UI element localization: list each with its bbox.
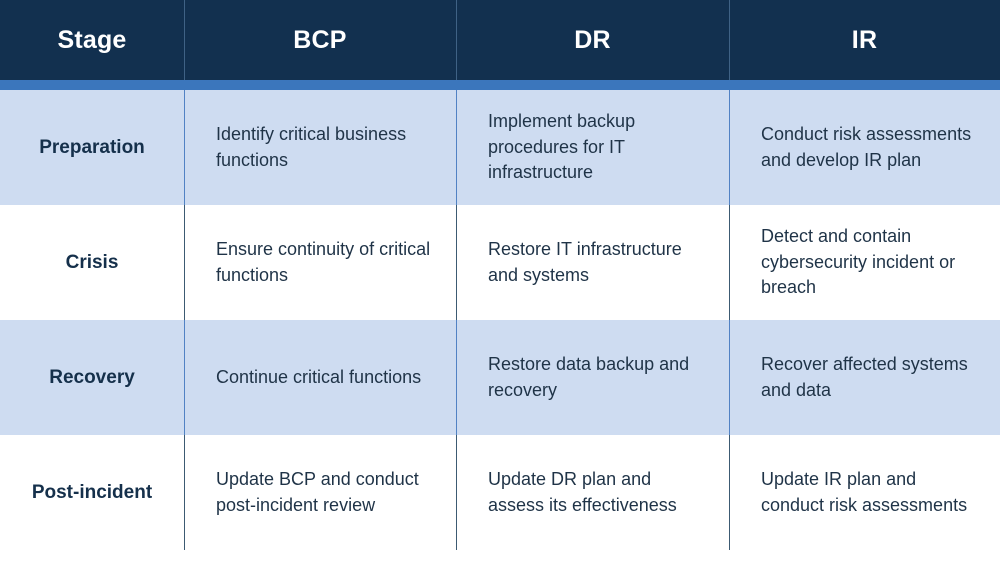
cell-ir: Recover affected systems and data: [729, 320, 1000, 435]
cell-text: Update BCP and conduct post-incident rev…: [216, 468, 419, 515]
cell-text: Conduct risk assessments and develop IR …: [761, 123, 972, 170]
cell-dr: Restore data backup and recovery: [456, 320, 729, 435]
stage-label: Crisis: [65, 251, 119, 273]
cell-text: Continue critical functions: [216, 366, 422, 387]
cell-ir: Conduct risk assessments and develop IR …: [729, 90, 1000, 205]
column-header-dr: DR: [456, 0, 729, 80]
stage-label: Post-incident: [31, 481, 153, 503]
cell-text: Identify critical business functions: [216, 123, 407, 170]
table-header-row: Stage BCP DR IR: [0, 0, 1000, 80]
table-row: Recovery Continue critical functions Res…: [0, 320, 1000, 435]
cell-text: Restore data backup and recovery: [488, 353, 690, 400]
cell-dr: Update DR plan and assess its effectiven…: [456, 435, 729, 550]
stage-label: Recovery: [49, 366, 135, 388]
cell-bcp: Ensure continuity of critical functions: [184, 205, 456, 320]
cell-bcp: Continue critical functions: [184, 320, 456, 435]
cell-text: Detect and contain cybersecurity inciden…: [761, 226, 956, 298]
cell-bcp: Update BCP and conduct post-incident rev…: [184, 435, 456, 550]
cell-text: Ensure continuity of critical functions: [216, 238, 431, 285]
table-row: Crisis Ensure continuity of critical fun…: [0, 205, 1000, 320]
cell-dr: Restore IT infrastructure and systems: [456, 205, 729, 320]
cell-bcp: Identify critical business functions: [184, 90, 456, 205]
column-header-bcp: BCP: [184, 0, 456, 80]
cell-text: Restore IT infrastructure and systems: [488, 238, 682, 285]
cell-text: Implement backup procedures for IT infra…: [488, 111, 636, 183]
stage-label: Preparation: [39, 136, 145, 158]
cell-text: Recover affected systems and data: [761, 353, 968, 400]
column-header-ir: IR: [729, 0, 1000, 80]
cell-text: Update IR plan and conduct risk assessme…: [761, 468, 968, 515]
cell-dr: Implement backup procedures for IT infra…: [456, 90, 729, 205]
header-accent-bar: [0, 80, 1000, 90]
column-header-stage: Stage: [57, 25, 127, 54]
table-row: Post-incident Update BCP and conduct pos…: [0, 435, 1000, 550]
cell-ir: Update IR plan and conduct risk assessme…: [729, 435, 1000, 550]
table-row: Preparation Identify critical business f…: [0, 90, 1000, 205]
cell-ir: Detect and contain cybersecurity inciden…: [729, 205, 1000, 320]
cell-text: Update DR plan and assess its effectiven…: [488, 468, 677, 515]
